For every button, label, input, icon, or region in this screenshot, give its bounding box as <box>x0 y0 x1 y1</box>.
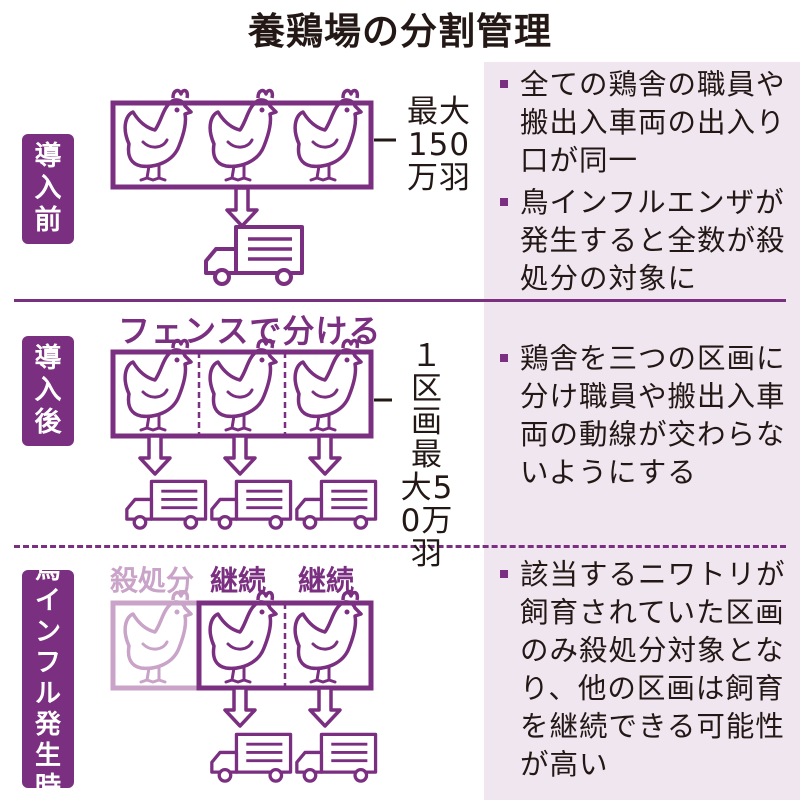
section-divider-2 <box>14 545 786 548</box>
coop-active-sections <box>196 600 374 691</box>
down-arrow-icon <box>223 434 257 476</box>
badge-before: 導入前 <box>22 134 74 244</box>
note-item: 該当するニワトリが飼育されていた区画のみ殺処分対象となり、他の区画は飼育を継続で… <box>496 556 792 784</box>
badge-after: 導入後 <box>22 336 74 446</box>
truck-icon <box>204 225 304 286</box>
truck-icon <box>295 479 378 530</box>
chicken-icon <box>208 590 278 684</box>
notes-background <box>484 62 800 800</box>
truck-icon <box>125 479 208 530</box>
note-item: 鶏舎を三つの区画に分け職員や搬出入車両の動線が交わらないようにする <box>496 340 792 492</box>
down-arrow-icon <box>308 434 342 476</box>
note-item: 全ての鶏舎の職員や搬出入車両の出入り口が同一 <box>496 66 792 180</box>
status-label-continue-1: 継続 <box>210 564 267 597</box>
section-divider-1 <box>14 299 786 302</box>
down-arrow-icon <box>308 686 342 728</box>
truck-icon <box>295 732 378 783</box>
capacity-label-after: １区画最大50万羽 <box>400 338 454 572</box>
notes-after: 鶏舎を三つの区画に分け職員や搬出入車両の動線が交わらないようにする <box>496 340 792 496</box>
badge-outbreak: 鳥インフル発生時 <box>22 555 74 802</box>
page-title: 養鶏場の分割管理 <box>248 10 552 53</box>
status-label-continue-2: 継続 <box>298 564 355 597</box>
note-item: 鳥インフルエンザが発生すると全数が殺処分の対象に <box>496 184 792 298</box>
down-arrow-icon <box>223 686 257 728</box>
chicken-icon <box>293 590 363 684</box>
capacity-label-before: 最大150万羽 <box>407 94 471 196</box>
fence-label: フェンスで分ける <box>118 312 382 350</box>
chicken-icon <box>123 590 193 684</box>
notes-before: 全ての鶏舎の職員や搬出入車両の出入り口が同一 鳥インフルエンザが発生すると全数が… <box>496 66 792 302</box>
down-arrow-icon <box>138 434 172 476</box>
truck-icon <box>210 732 293 783</box>
truck-icon <box>210 479 293 530</box>
notes-outbreak: 該当するニワトリが飼育されていた区画のみ殺処分対象となり、他の区画は飼育を継続で… <box>496 556 792 788</box>
status-label-culled: 殺処分 <box>110 564 195 597</box>
down-arrow-icon <box>225 186 259 228</box>
coop-culled-section <box>110 600 199 691</box>
